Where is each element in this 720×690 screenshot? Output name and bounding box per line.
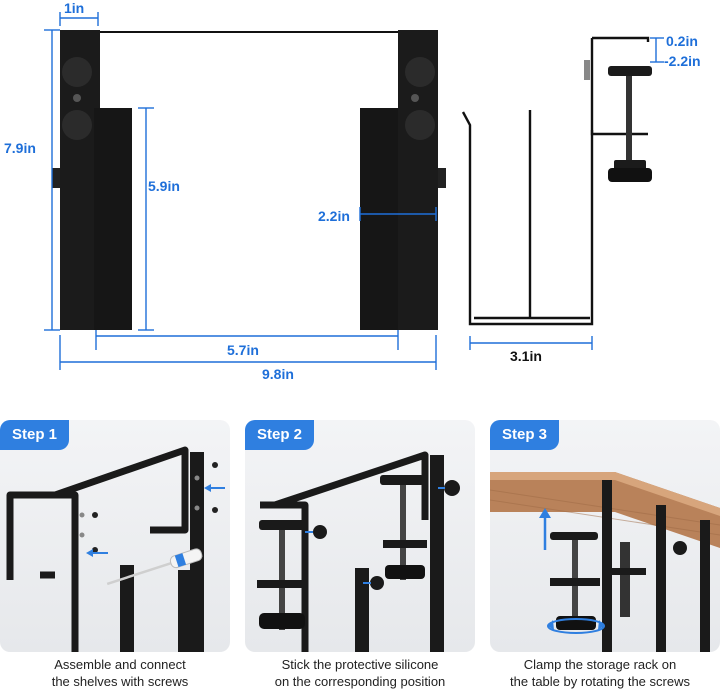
- step-1-caption-line1: Assemble and connect: [54, 657, 186, 672]
- step-1-panel: Step 1: [0, 420, 230, 652]
- dim-total-height: 7.9in: [4, 140, 36, 156]
- dim-clamp-max: -2.2in: [664, 53, 701, 69]
- front-view-rack: [52, 30, 446, 330]
- step-1-caption-line2: the shelves with screws: [51, 674, 189, 689]
- step-1-caption: Assemble and connect the shelves with sc…: [0, 656, 240, 690]
- step-1-badge: Step 1: [0, 420, 70, 450]
- step-2-caption: Stick the protective silicone on the cor…: [240, 656, 480, 690]
- side-view-rack: [461, 110, 594, 326]
- step-3-caption: Clamp the storage rack on the table by r…: [480, 656, 720, 690]
- step-1-illustration: [6, 446, 225, 652]
- dimension-lines: [44, 12, 664, 370]
- dim-inner-width: 5.7in: [227, 342, 259, 358]
- dimension-diagram: 1in 7.9in 5.9in 2.2in 5.7in 9.8in 0.2in …: [4, 0, 701, 382]
- rack-drawings: [44, 12, 664, 370]
- dim-clamp-min: 0.2in: [666, 33, 698, 49]
- dim-slot-width: 2.2in: [318, 208, 350, 224]
- step-2-badge: Step 2: [245, 420, 315, 450]
- step-3-panel: Step 3: [490, 420, 720, 652]
- dim-inner-height: 5.9in: [148, 178, 180, 194]
- dim-side-depth: 3.1in: [510, 348, 542, 364]
- step-3-illustration: [490, 472, 720, 652]
- step-3-badge: Step 3: [490, 420, 560, 450]
- step-2-panel: Step 2: [245, 420, 475, 652]
- step-2-illustration: [257, 451, 460, 652]
- step-3-caption-line2: the table by rotating the screws: [510, 674, 690, 689]
- step-2-caption-line2: on the corresponding position: [274, 674, 446, 689]
- step-3-caption-line1: Clamp the storage rack on: [523, 657, 677, 672]
- clamp-view: [584, 36, 652, 182]
- step-2-caption-line1: Stick the protective silicone: [281, 657, 439, 672]
- dim-top-width: 1in: [64, 0, 85, 16]
- dim-total-width: 9.8in: [262, 366, 294, 382]
